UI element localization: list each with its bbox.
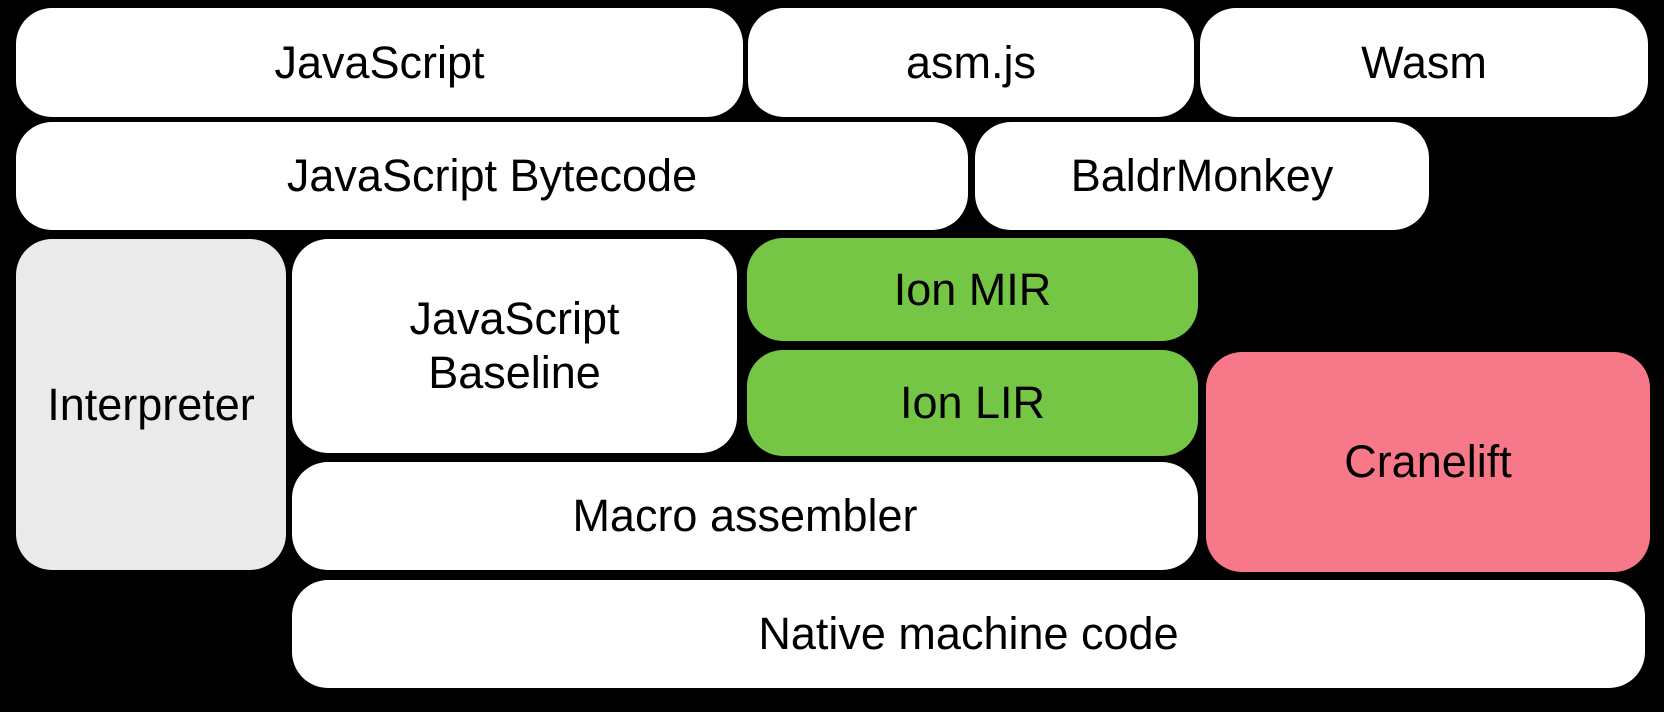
box-javascript-baseline: JavaScript Baseline	[292, 239, 737, 453]
box-javascript-bytecode: JavaScript Bytecode	[16, 122, 968, 230]
box-baldrmonkey-label: BaldrMonkey	[1070, 150, 1334, 201]
box-macro-assembler-label: Macro assembler	[572, 490, 918, 541]
box-baldrmonkey: BaldrMonkey	[975, 122, 1429, 230]
box-ion-mir: Ion MIR	[747, 238, 1198, 341]
box-cranelift: Cranelift	[1206, 352, 1650, 572]
box-ion-mir-label: Ion MIR	[893, 263, 1052, 315]
box-macro-assembler: Macro assembler	[292, 462, 1198, 570]
box-asmjs-label: asm.js	[905, 36, 1036, 88]
box-wasm: Wasm	[1200, 8, 1648, 117]
box-ion-lir-label: Ion LIR	[899, 377, 1046, 428]
box-interpreter-label: Interpreter	[47, 378, 255, 430]
box-javascript-label: JavaScript	[274, 36, 485, 88]
box-cranelift-label: Cranelift	[1344, 436, 1512, 487]
box-wasm-label: Wasm	[1361, 36, 1487, 88]
box-javascript-bytecode-label: JavaScript Bytecode	[286, 150, 698, 201]
box-interpreter: Interpreter	[16, 239, 286, 570]
box-native-machine-code: Native machine code	[292, 580, 1645, 688]
box-javascript: JavaScript	[16, 8, 743, 117]
box-ion-lir: Ion LIR	[747, 350, 1198, 456]
box-asmjs: asm.js	[748, 8, 1194, 117]
box-native-machine-code-label: Native machine code	[758, 608, 1179, 659]
box-javascript-baseline-label: JavaScript Baseline	[409, 293, 620, 398]
